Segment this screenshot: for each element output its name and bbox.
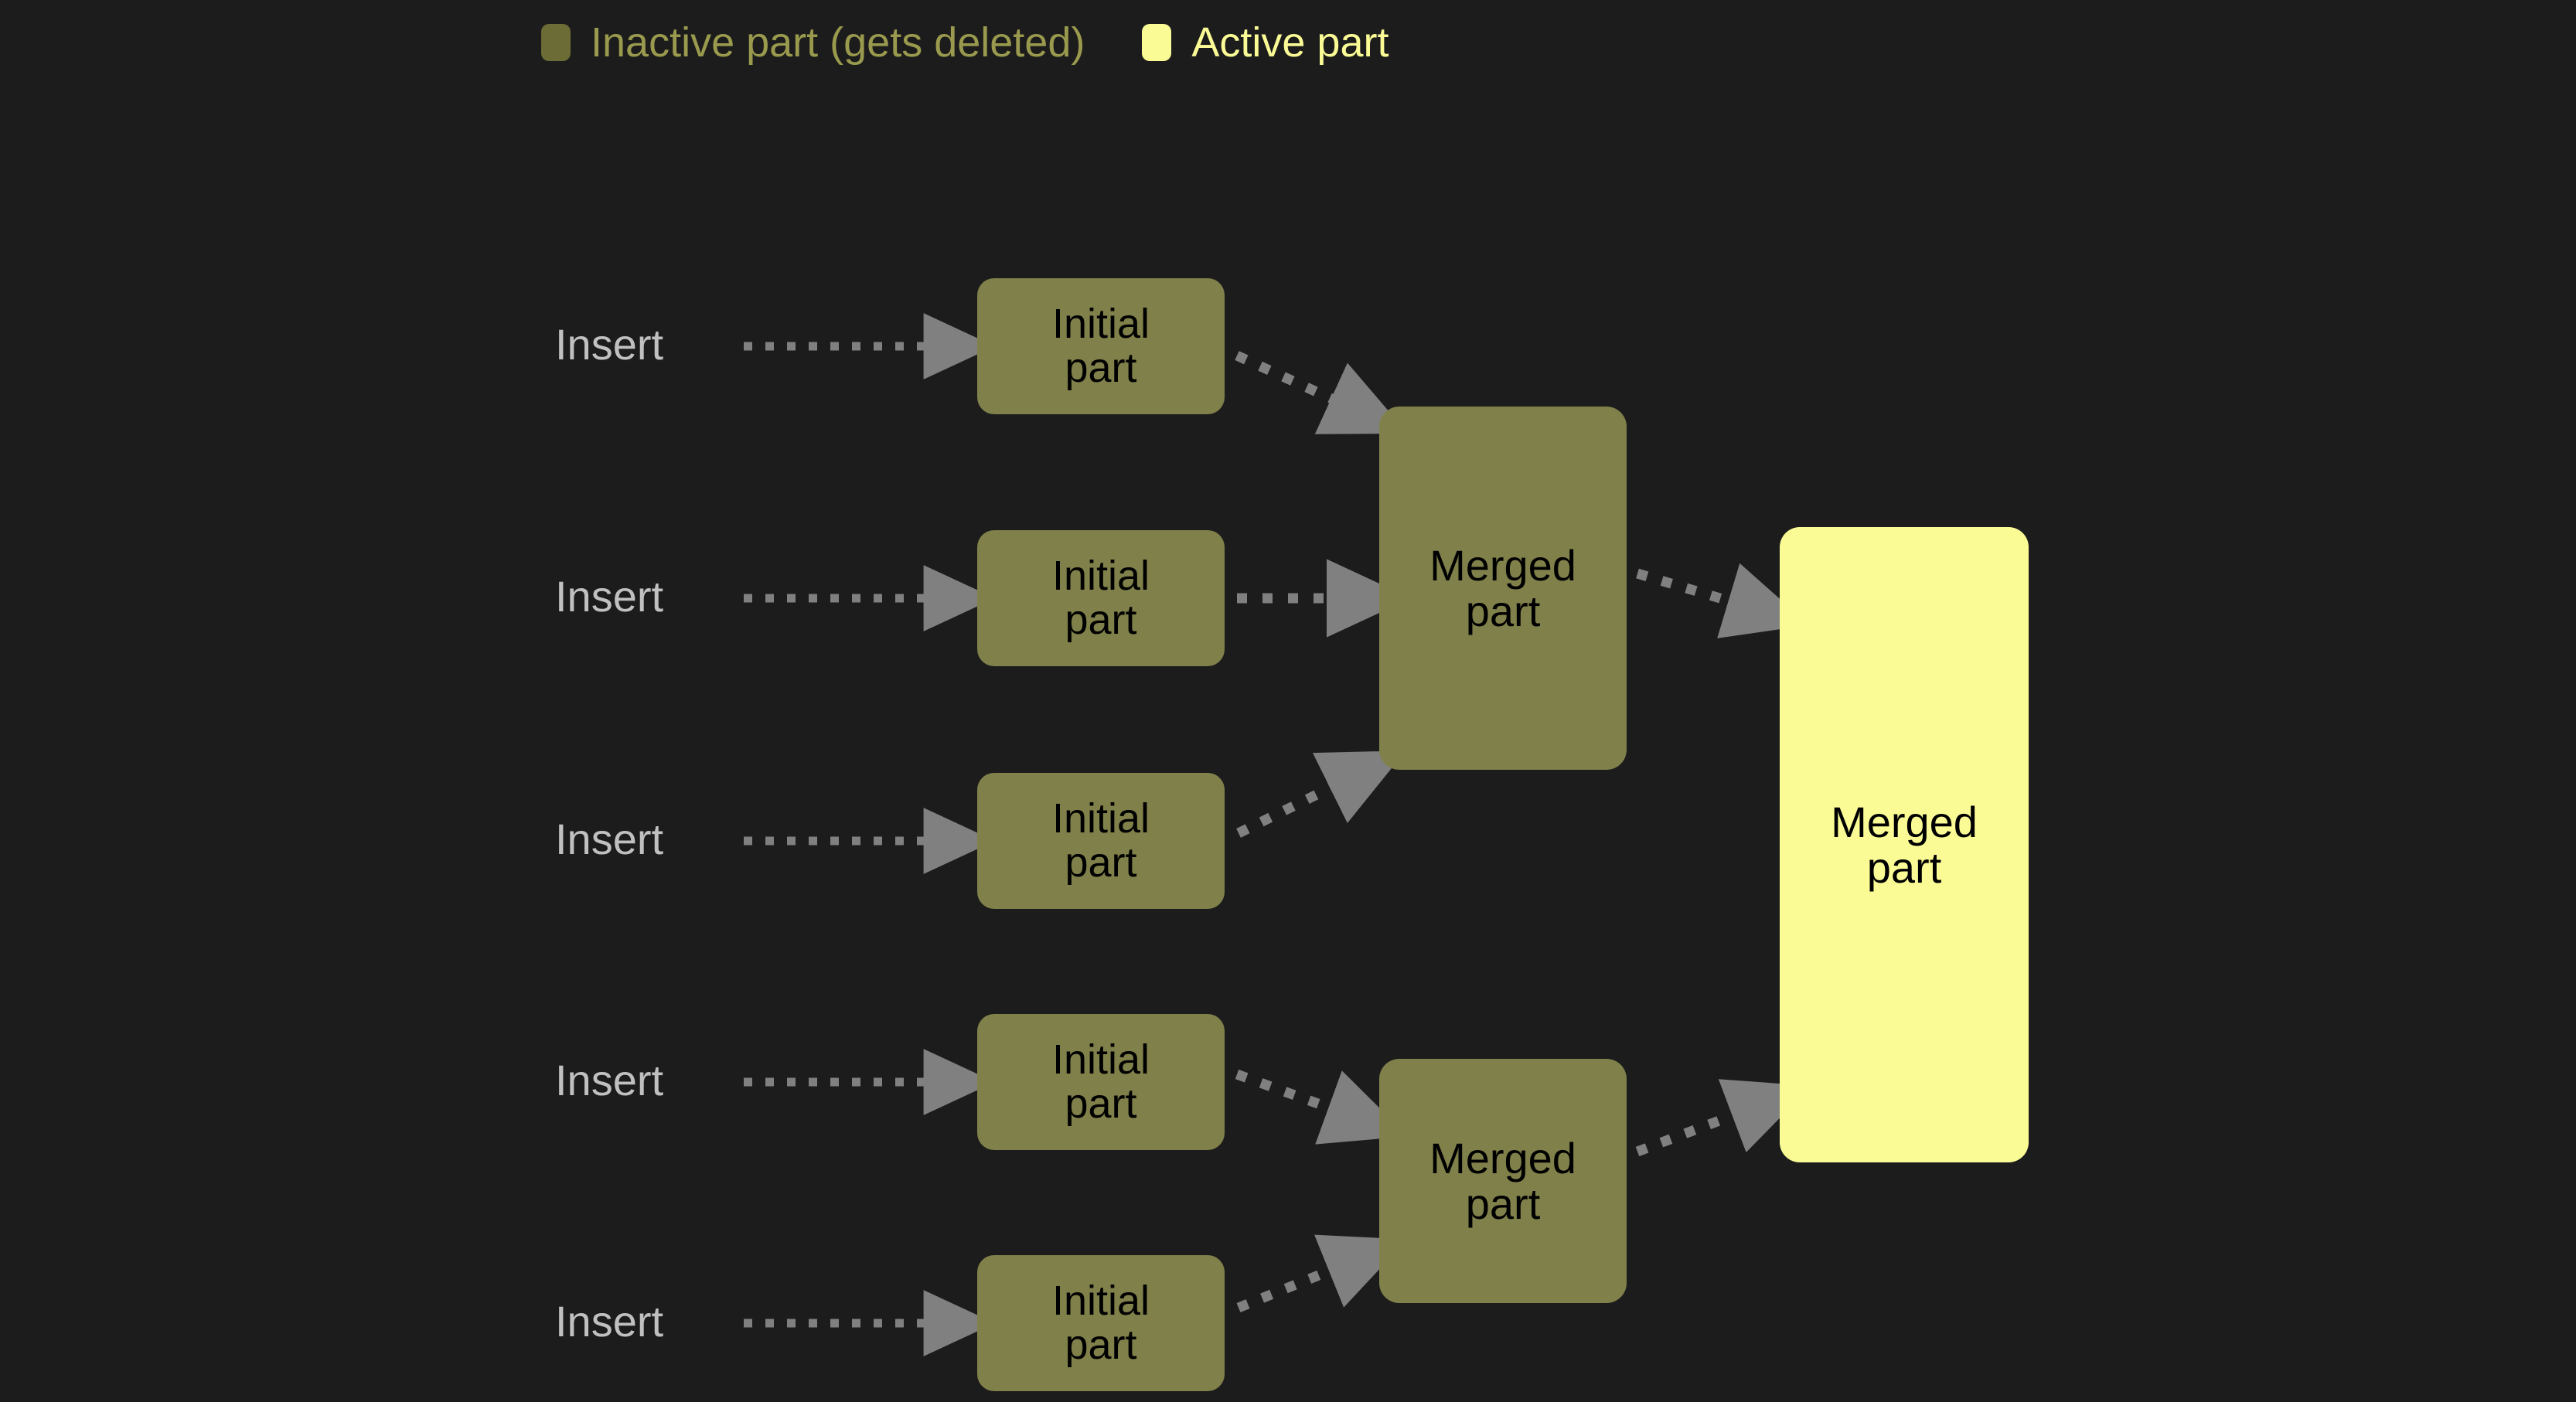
insert-label-2: Insert [555,572,664,621]
arrow-initial-4-to-merged-lower [1235,1069,1409,1145]
node-initial-part-5[interactable]: Initial part [977,1255,1225,1391]
node-merged-part-upper[interactable]: Merged part [1379,407,1627,770]
node-initial-part-1[interactable]: Initial part [977,278,1225,414]
node-initial-part-4[interactable]: Initial part [977,1014,1225,1150]
insert-label-5: Insert [555,1297,664,1346]
legend-label-active: Active part [1191,19,1389,66]
insert-label-4: Insert [555,1056,664,1104]
legend: Inactive part (gets deleted) Active part [541,22,1389,63]
arrow-merged-lower-to-merged-final [1635,1079,1811,1157]
legend-entry-active: Active part [1142,22,1389,63]
legend-swatch-inactive-icon [541,24,571,61]
node-merged-part-lower[interactable]: Merged part [1379,1059,1627,1303]
arrow-merged-upper-to-merged-final [1636,563,1810,638]
legend-entry-inactive: Inactive part (gets deleted) [541,22,1085,63]
arrow-initial-5-to-merged-lower [1236,1234,1408,1313]
node-merged-part-active[interactable]: Merged part [1780,527,2029,1162]
node-initial-part-3[interactable]: Initial part [977,773,1225,909]
arrow-initial-1-to-merged-upper [1235,351,1409,434]
arrow-initial-3-to-merged-upper [1236,750,1406,838]
insert-label-1: Insert [555,320,664,369]
legend-label-inactive: Inactive part (gets deleted) [591,19,1085,66]
node-initial-part-2[interactable]: Initial part [977,530,1225,666]
insert-label-3: Insert [555,815,664,863]
legend-swatch-active-icon [1142,24,1172,61]
